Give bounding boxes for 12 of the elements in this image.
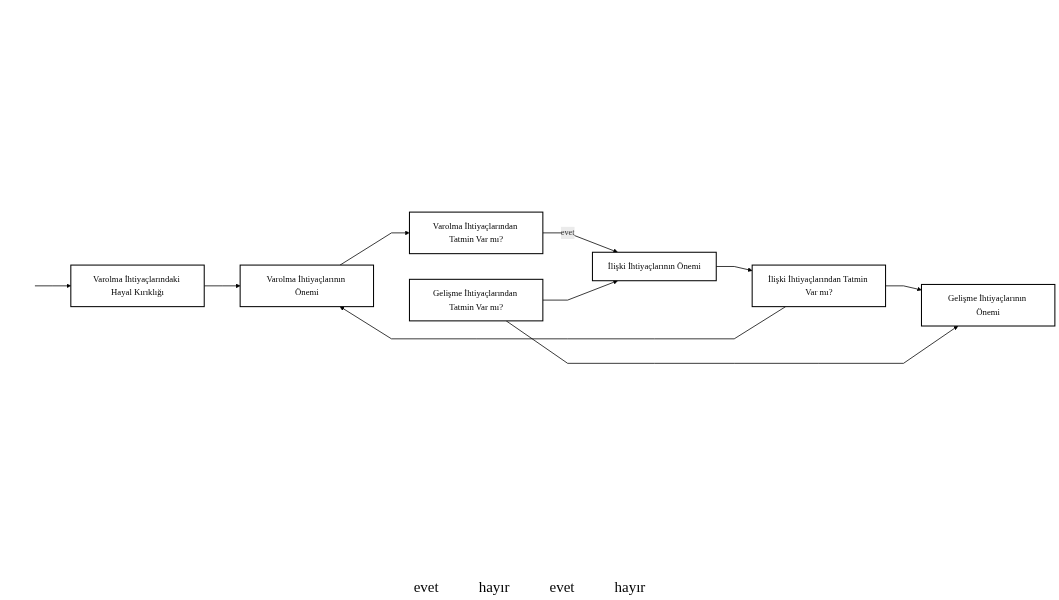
node-box: Varolma İhtiyaçlarından Tatmin Var mı? [408, 211, 544, 254]
node-box: Varolma İhtiyaçlarının Önemi [239, 264, 375, 307]
node-box: Gelişme İhtiyaçlarından Tatmin Var mı? [408, 278, 544, 322]
edge-label: evet [560, 228, 575, 237]
node-box: İlişki İhtiyaçlarının Önemi [591, 251, 717, 282]
note-label: hayır [478, 579, 510, 596]
node-box: İlişki İhtiyaçlarından Tatmin Var mı? [751, 264, 887, 307]
node-box: Varolma İhtiyaçlarındaki Hayal Kırıklığı [70, 264, 205, 307]
note-label: evet [413, 579, 439, 596]
note-label: evet [549, 579, 575, 596]
node-box: Gelişme İhtiyaçlarının Önemi [920, 283, 1056, 327]
note-label: hayır [614, 579, 646, 596]
